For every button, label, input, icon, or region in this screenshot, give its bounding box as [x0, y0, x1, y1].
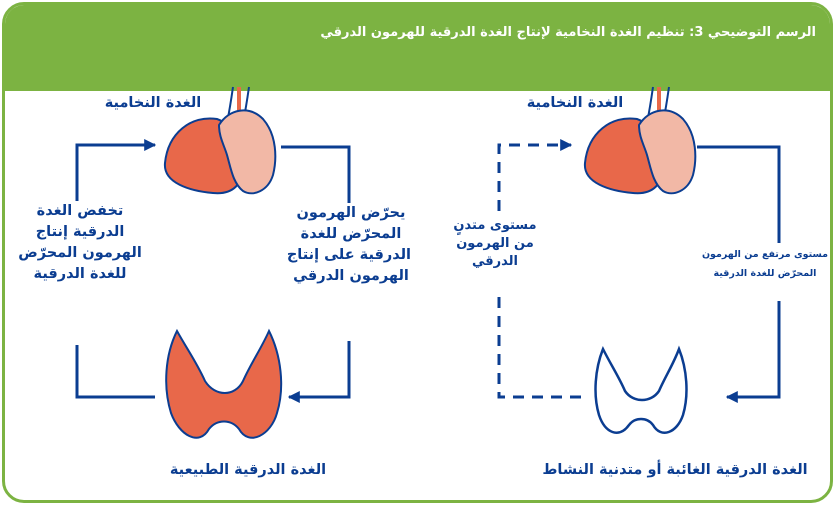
- right-arrow-bottom-right: [727, 301, 779, 397]
- text-line: الدرقية على إنتاج: [291, 245, 411, 266]
- right-low-th-text: مستوى متدنٍ من الهرمون الدرقي: [445, 217, 545, 271]
- left-stimulates-text: يحرّض الهرمون المحرّض للغدة الدرقية على …: [291, 203, 411, 287]
- text-line: مستوى مرتفع من الهرمون: [695, 245, 833, 264]
- left-thyroid-label: الغدة الدرقية الطبيعية: [163, 460, 333, 481]
- text-line: يحرّض الهرمون: [291, 203, 411, 224]
- left-pituitary-label: الغدة النخامية: [83, 93, 223, 114]
- text-line: تخفض الغدة: [15, 201, 145, 222]
- left-arrow-top-right: [281, 147, 349, 203]
- right-thyroid-outline-icon: [596, 349, 687, 433]
- right-high-tsh-text: مستوى مرتفع من الهرمون المحرّض للغدة الد…: [695, 245, 833, 283]
- text-line: من الهرمون: [445, 235, 545, 253]
- right-pituitary-label: الغدة النخامية: [505, 93, 645, 114]
- text-line: الدرقي: [445, 253, 545, 271]
- text-line: للغدة الدرقية: [15, 264, 145, 285]
- left-arrow-top-left: [77, 145, 155, 201]
- right-arrow-top-right: [697, 147, 779, 243]
- text-line: المحرّض للغدة: [291, 224, 411, 245]
- left-arrow-bottom-left: [77, 345, 155, 397]
- left-thyroid-gland-icon: [166, 331, 281, 438]
- text-line: المحرّض للغدة الدرقية: [695, 264, 833, 283]
- text-line: الهرمون المحرّض: [15, 243, 145, 264]
- text-line: مستوى متدنٍ: [445, 217, 545, 235]
- left-reduces-text: تخفض الغدة الدرقية إنتاج الهرمون المحرّض…: [15, 201, 145, 285]
- right-arrow-top-left: [499, 145, 571, 211]
- right-arrow-bottom-left: [499, 295, 581, 397]
- text-line: الدرقية إنتاج: [15, 222, 145, 243]
- left-arrow-bottom-right: [289, 341, 349, 397]
- text-line: الهرمون الدرقي: [291, 266, 411, 287]
- right-thyroid-label: الغدة الدرقية الغائبة أو متدنية النشاط: [525, 460, 825, 481]
